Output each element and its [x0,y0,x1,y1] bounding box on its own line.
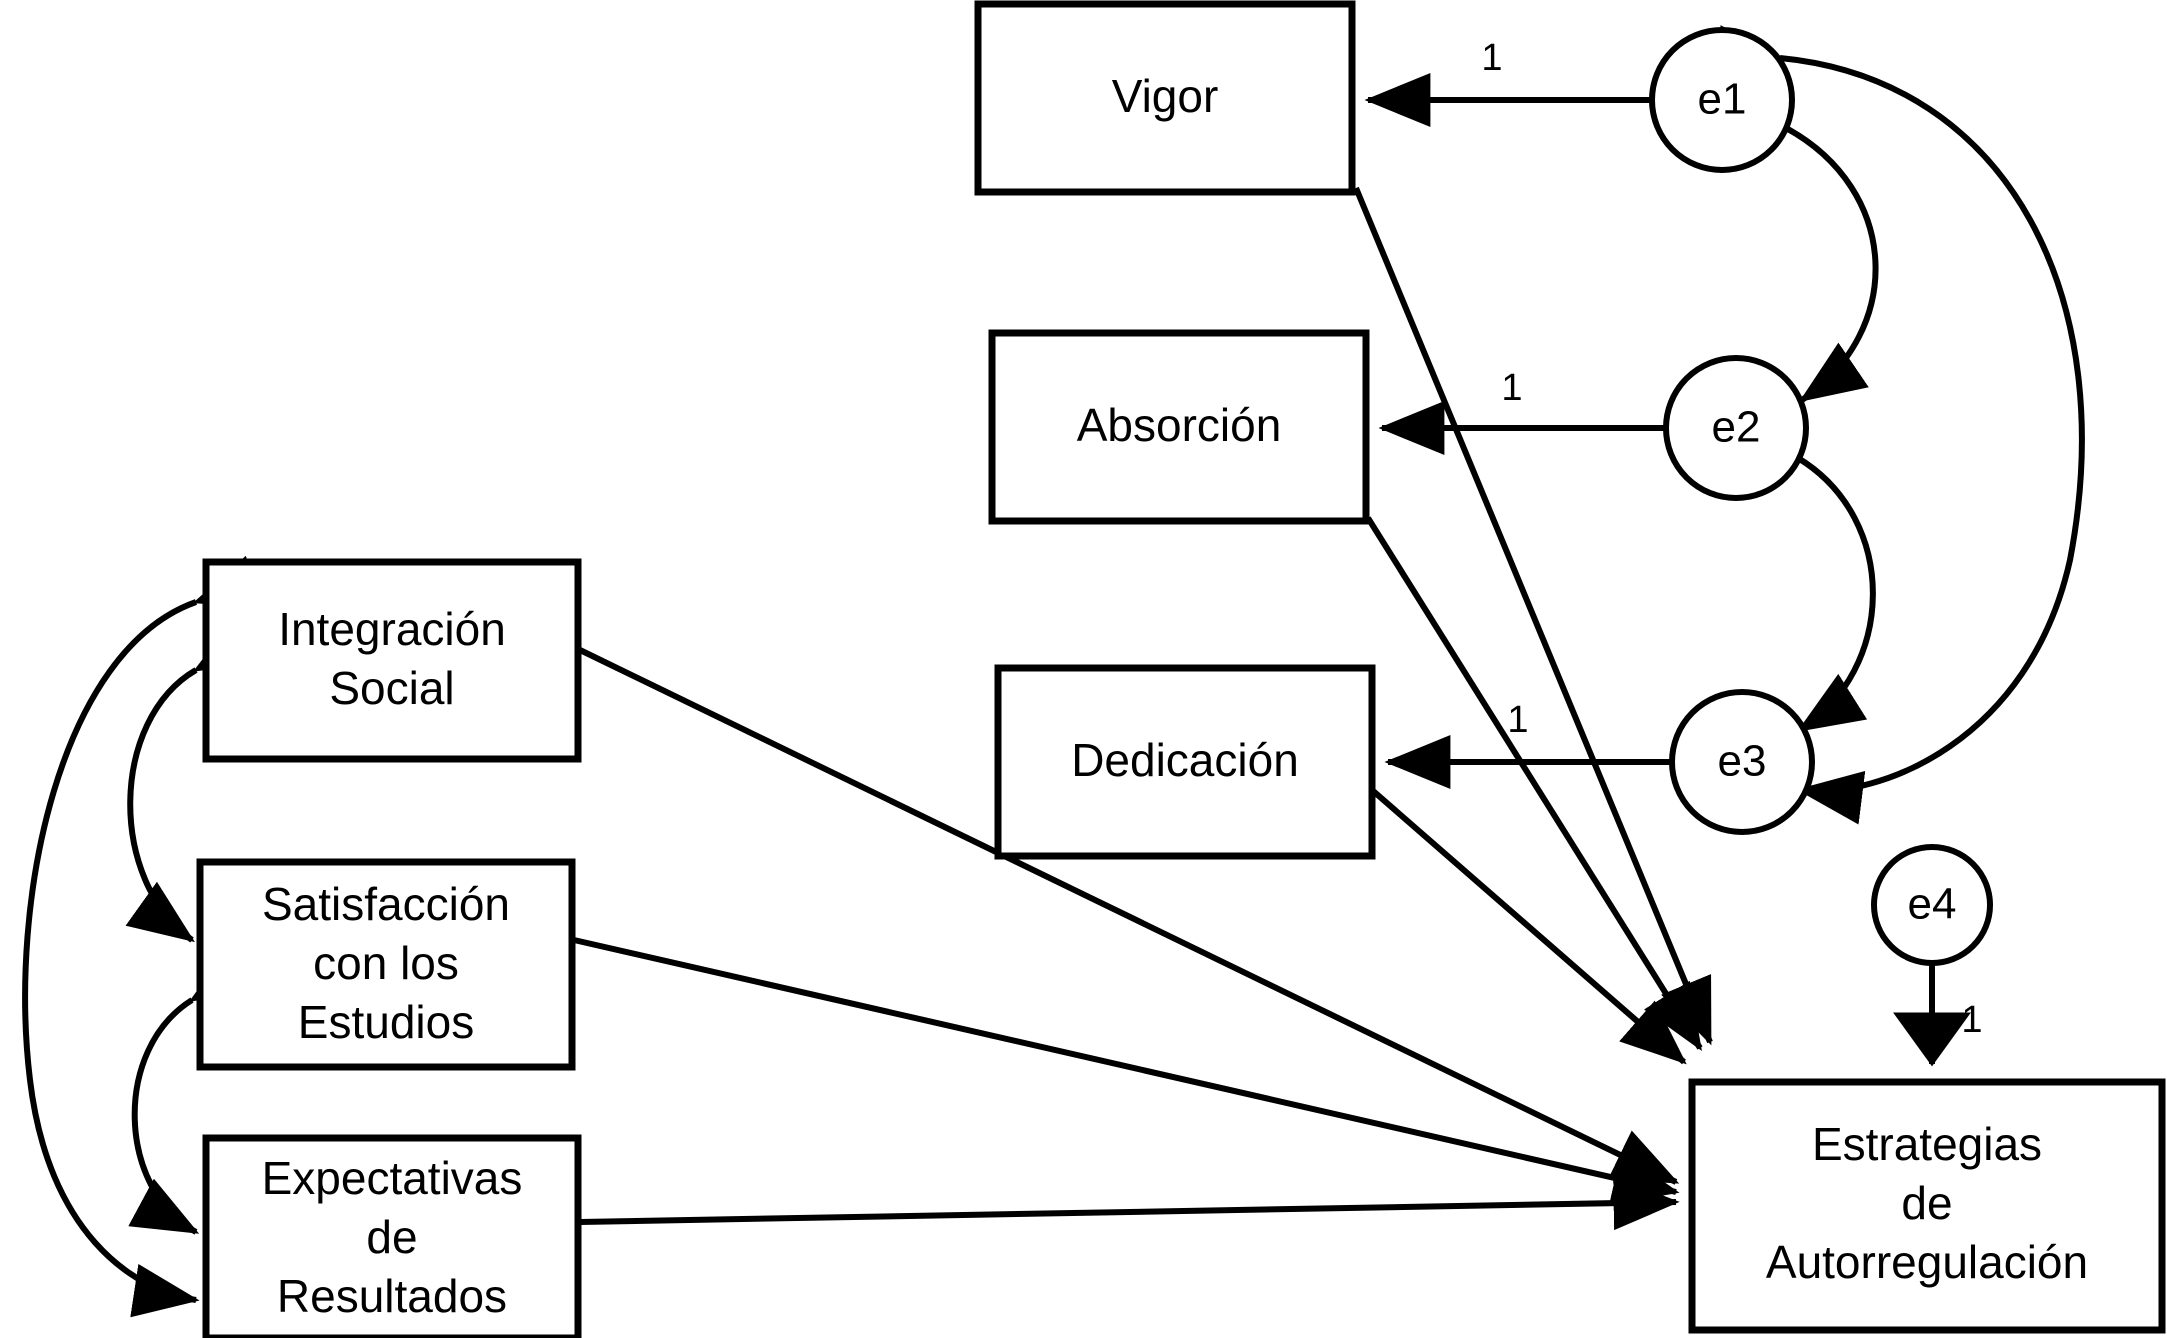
path-dedicacion-to-estrategias[interactable] [1370,787,1687,1065]
node-e2[interactable]: e2 [1663,355,1809,501]
covariance-integracion-satisfaccion[interactable] [125,615,264,943]
coefficient-e2-absorcion: 1 [1501,367,1522,409]
node-expectativas-resultados-label-line1: Expectativas [262,1152,523,1204]
node-expectativas-resultados[interactable]: Expectativas de Resultados [202,1134,582,1338]
coefficient-e4-estrategias: 1 [1961,999,1982,1041]
node-satisfaccion-estudios-label-line1: Satisfacción [262,878,510,930]
covariance-e2-e3[interactable] [1730,402,1876,733]
node-vigor[interactable]: Vigor [974,0,1356,196]
node-vigor-label: Vigor [1112,70,1219,122]
covariance-satisfaccion-expectativas[interactable] [128,943,260,1235]
node-e3[interactable]: e3 [1669,689,1815,835]
covariance-integracion-expectativas[interactable] [22,555,264,1318]
node-expectativas-resultados-label-line2: de [366,1211,417,1263]
node-integracion-social-label-line2: Social [329,662,454,714]
node-satisfaccion-estudios-label-line2: con los [313,937,459,989]
covariance-e1-e3[interactable] [1715,25,2085,825]
path-integracion-to-estrategias[interactable] [578,647,1680,1185]
node-estrategias-label-line2: de [1901,1177,1952,1229]
path-vigor-to-estrategias[interactable] [1353,186,1713,1046]
node-e1-label: e1 [1698,75,1747,124]
node-satisfaccion-estudios[interactable]: Satisfacción con los Estudios [196,858,576,1071]
node-e1[interactable]: e1 [1649,27,1795,173]
node-expectativas-resultados-label-line3: Resultados [277,1270,507,1322]
node-integracion-social[interactable]: Integración Social [202,558,582,763]
node-absorcion-label: Absorción [1077,399,1282,451]
node-satisfaccion-estudios-label-line3: Estudios [298,996,474,1048]
covariance-e1-e2[interactable] [1718,74,1879,403]
node-estrategias-autorregulacion[interactable]: Estrategias de Autorregulación [1688,1078,2166,1334]
node-e2-label: e2 [1712,403,1761,452]
node-estrategias-label-line3: Autorregulación [1766,1236,2088,1288]
coefficient-e1-vigor: 1 [1481,37,1502,79]
path-expectativas-to-estrategias[interactable] [579,1176,1680,1231]
node-dedicacion-label: Dedicación [1071,734,1299,786]
node-dedicacion[interactable]: Dedicación [994,664,1376,860]
node-e4[interactable]: e4 [1871,844,1993,966]
node-estrategias-label-line1: Estrategias [1812,1118,2042,1170]
node-e4-label: e4 [1908,880,1957,929]
node-integracion-social-label-line1: Integración [278,603,506,655]
node-absorcion[interactable]: Absorción [988,329,1370,525]
node-e3-label: e3 [1718,737,1767,786]
path-absorcion-to-estrategias[interactable] [1365,516,1703,1052]
coefficient-e3-dedicacion: 1 [1507,699,1528,741]
path-satisfaccion-to-estrategias[interactable] [573,937,1680,1205]
